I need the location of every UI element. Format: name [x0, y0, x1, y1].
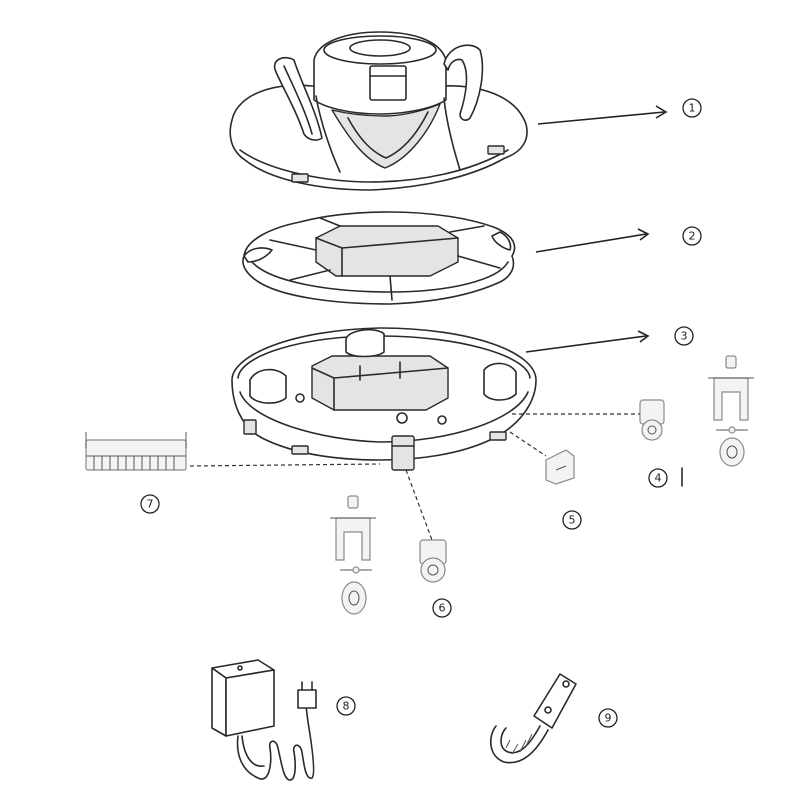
callout-6: 6 — [432, 598, 452, 618]
caster-wheel-icon — [330, 495, 447, 615]
svg-text:7: 7 — [147, 498, 154, 511]
arrow-1 — [537, 111, 665, 125]
callout-3: 3 — [674, 326, 694, 346]
dash-6 — [405, 469, 433, 541]
callout-7: 7 — [140, 494, 160, 514]
arrow-3 — [525, 335, 647, 353]
filter-tray-icon — [242, 211, 516, 305]
callout-8: 8 — [336, 696, 356, 716]
wheel-assembly-icon — [639, 355, 754, 467]
charger-icon — [211, 659, 317, 781]
svg-text:4: 4 — [655, 472, 662, 485]
svg-text:8: 8 — [343, 700, 350, 713]
svg-text:9: 9 — [605, 712, 612, 725]
svg-text:1: 1 — [689, 102, 696, 115]
base-housing-icon — [231, 327, 537, 471]
dash-5 — [509, 431, 547, 457]
top-cover-icon — [229, 31, 528, 191]
clip-icon — [545, 449, 575, 485]
leader-lines — [189, 105, 683, 541]
brush-strip-icon — [85, 432, 187, 471]
hook-icon — [489, 673, 577, 764]
callout-5: 5 — [562, 510, 582, 530]
dash-7 — [189, 463, 381, 467]
arrow-2 — [535, 233, 647, 253]
svg-text:5: 5 — [569, 514, 576, 527]
callout-2: 2 — [682, 226, 702, 246]
callout-1: 1 — [682, 98, 702, 118]
svg-text:6: 6 — [439, 602, 446, 615]
svg-text:2: 2 — [689, 230, 696, 243]
callout-4: 4 — [648, 468, 668, 488]
callout-9: 9 — [598, 708, 618, 728]
svg-text:3: 3 — [681, 330, 688, 343]
